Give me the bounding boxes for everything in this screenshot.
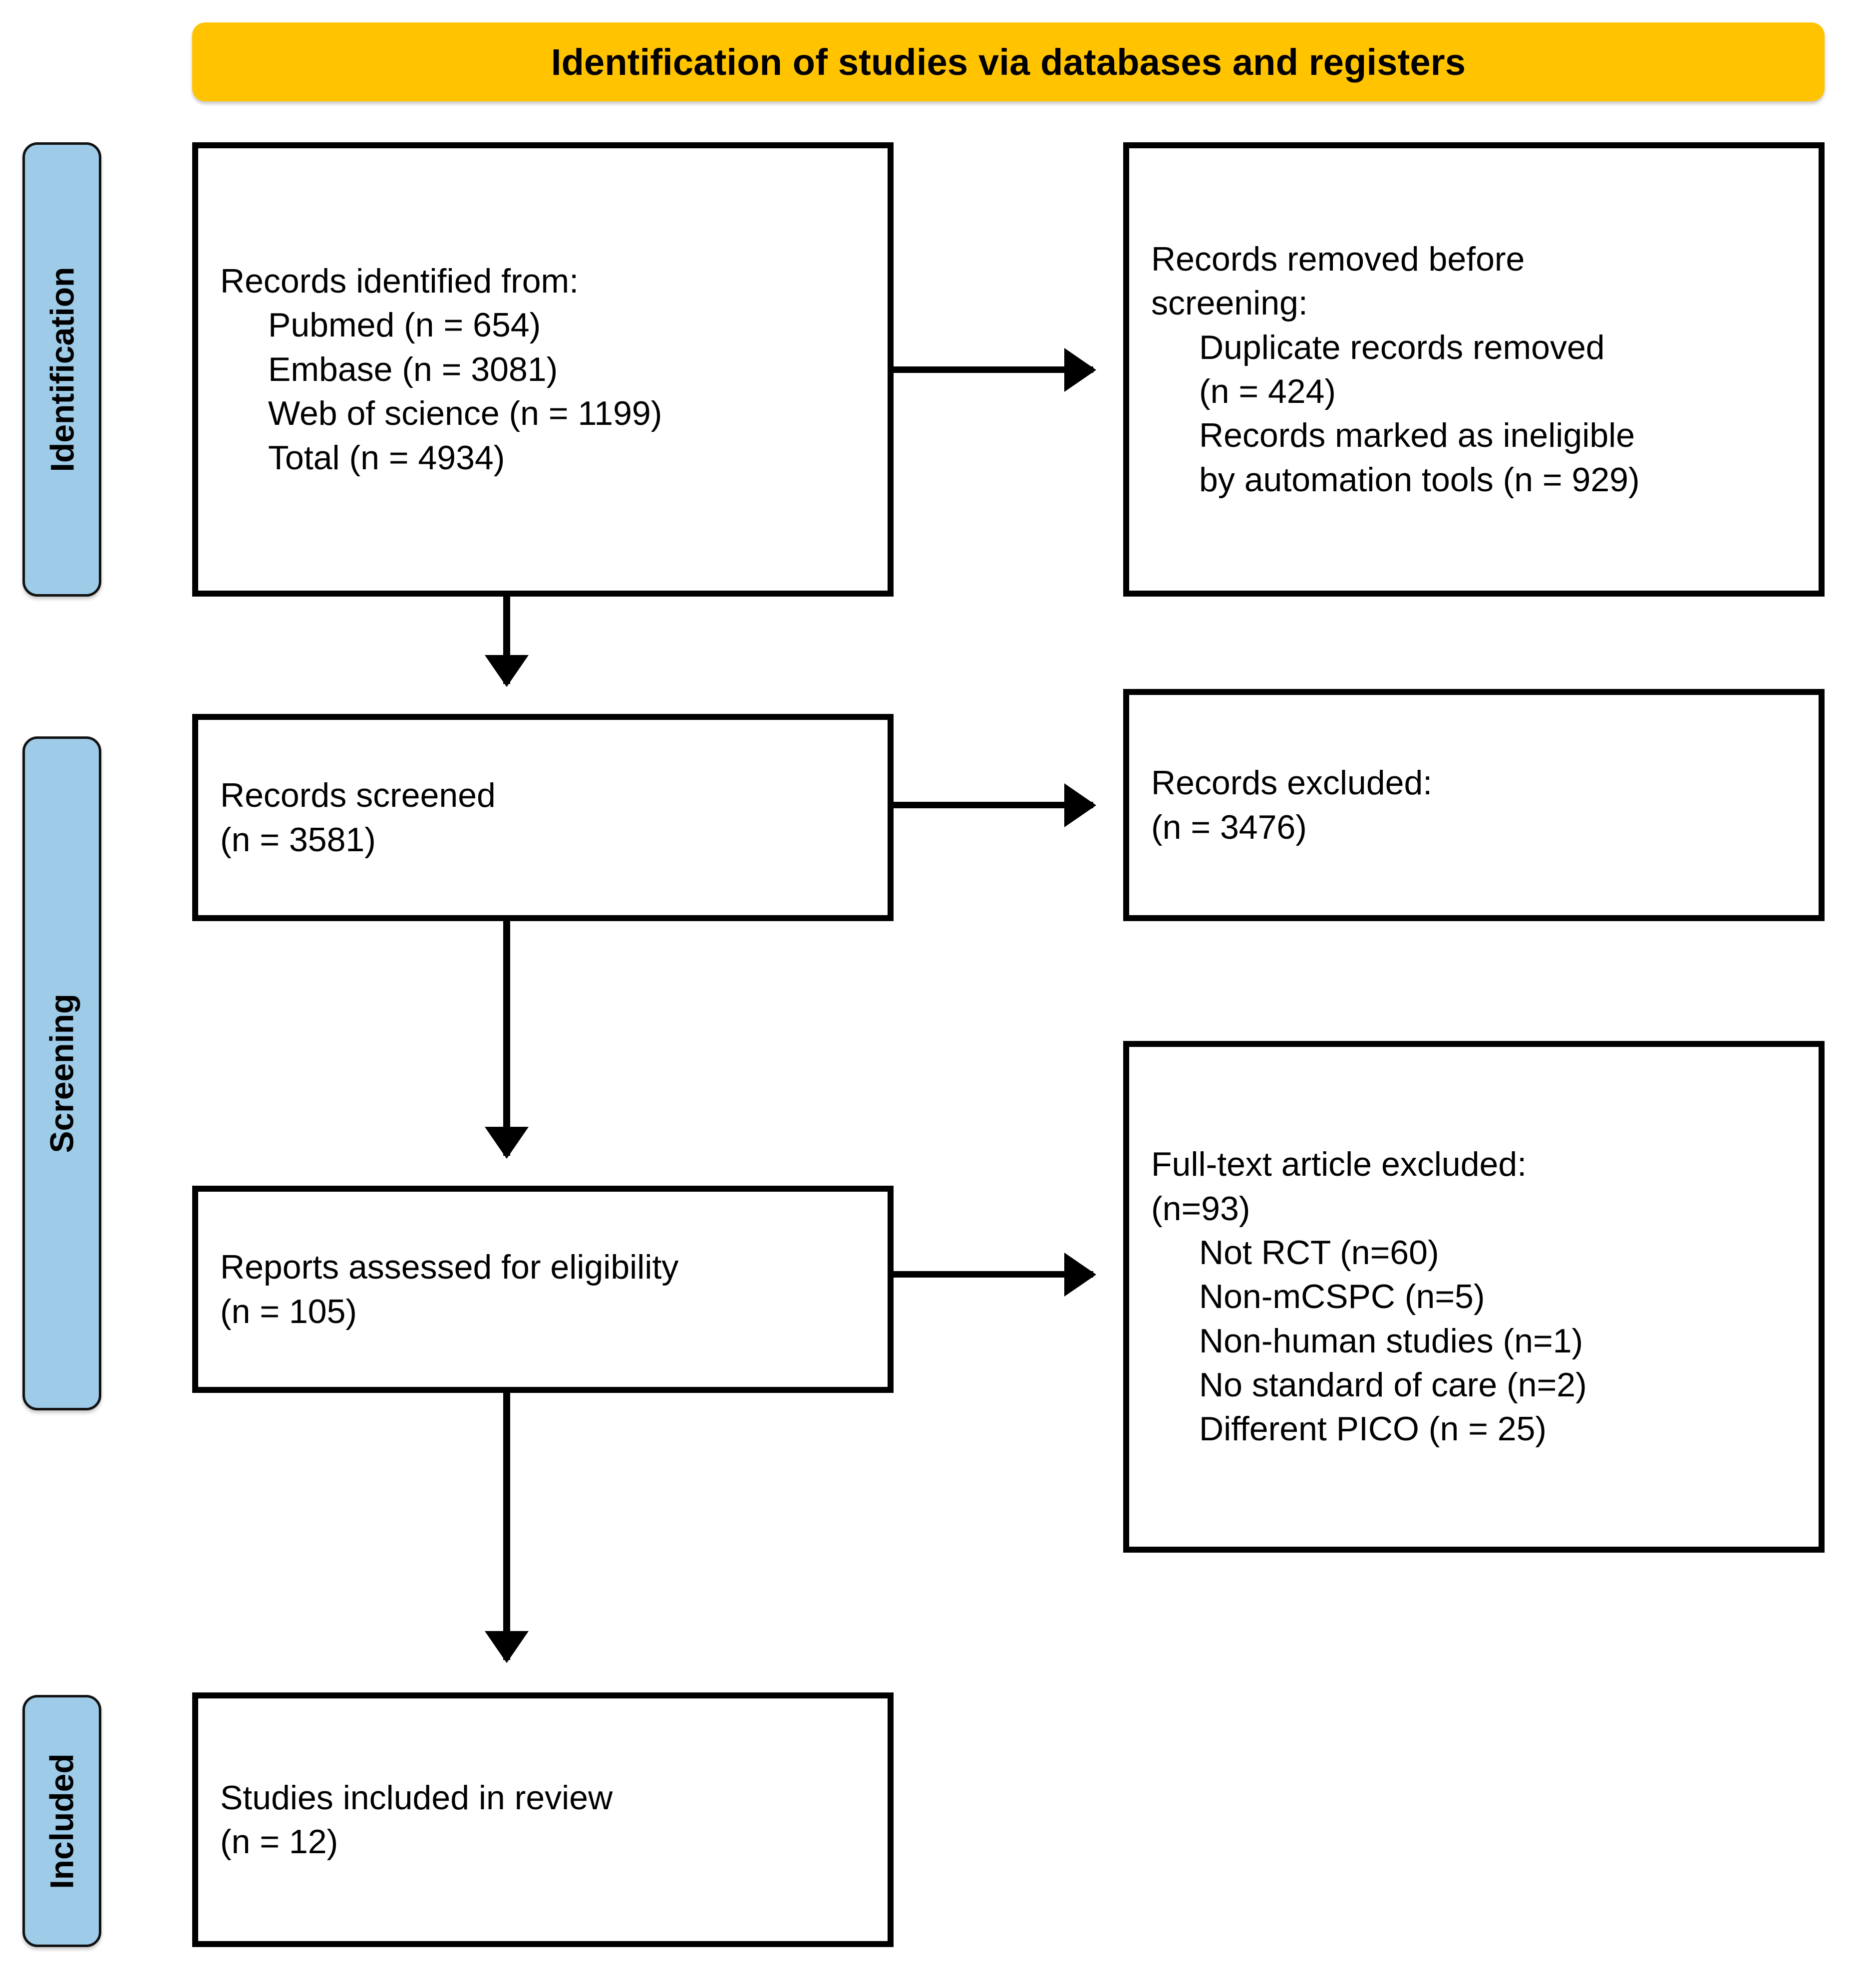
box-records-screened: Records screened (n = 3581) — [192, 714, 894, 921]
box-studies-included: Studies included in review (n = 12) — [192, 1692, 894, 1947]
box-fulltext-excluded: Full-text article excluded: (n=93) Not R… — [1123, 1041, 1825, 1553]
records-identified-item-web-of-science: Web of science (n = 1199) — [268, 394, 662, 433]
phase-label-included-text: Included — [43, 1753, 81, 1889]
studies-included-label: Studies included in review — [220, 1778, 613, 1817]
box-records-identified: Records identified from: Pubmed (n = 654… — [192, 142, 894, 597]
box-reports-assessed-eligibility: Reports assessed for eligibility (n = 10… — [192, 1186, 894, 1393]
records-screened-count: (n = 3581) — [220, 820, 376, 859]
phase-label-screening-text: Screening — [43, 994, 81, 1153]
fulltext-excluded-item-non-human: Non-human studies (n=1) — [1199, 1322, 1583, 1360]
arrow-identified-to-screened — [503, 597, 510, 684]
records-removed-item-duplicates: Duplicate records removed — [1199, 328, 1605, 366]
fulltext-excluded-item-no-standard-of-care: No standard of care (n=2) — [1199, 1366, 1587, 1404]
records-removed-heading-line2: screening: — [1151, 284, 1308, 323]
phase-label-included: Included — [22, 1695, 101, 1947]
records-identified-item-embase: Embase (n = 3081) — [268, 350, 558, 388]
fulltext-excluded-item-different-pico: Different PICO (n = 25) — [1199, 1410, 1547, 1448]
box-records-removed: Records removed before screening: Duplic… — [1123, 142, 1825, 597]
reports-assessed-label: Reports assessed for eligibility — [220, 1248, 679, 1287]
records-removed-item-ineligible-count: by automation tools (n = 929) — [1199, 460, 1640, 499]
records-removed-heading-line1: Records removed before — [1151, 240, 1525, 278]
records-excluded-label: Records excluded: — [1151, 764, 1433, 802]
diagram-header-banner: Identification of studies via databases … — [192, 22, 1825, 101]
fulltext-excluded-count: (n=93) — [1151, 1189, 1250, 1228]
arrow-identified-to-removed — [894, 366, 1093, 373]
phase-label-screening: Screening — [22, 736, 101, 1410]
fulltext-excluded-item-not-rct: Not RCT (n=60) — [1199, 1233, 1439, 1272]
records-identified-item-pubmed: Pubmed (n = 654) — [268, 306, 541, 344]
diagram-title: Identification of studies via databases … — [551, 41, 1466, 83]
arrow-eligibility-to-included — [503, 1393, 510, 1660]
phase-label-identification: Identification — [22, 142, 101, 597]
studies-included-count: (n = 12) — [220, 1823, 338, 1861]
records-screened-label: Records screened — [220, 776, 496, 815]
records-identified-heading: Records identified from: — [220, 262, 579, 301]
arrow-screened-to-eligibility — [503, 921, 510, 1156]
records-removed-item-duplicates-count: (n = 424) — [1199, 372, 1336, 410]
box-records-excluded: Records excluded: (n = 3476) — [1123, 689, 1825, 921]
phase-label-identification-text: Identification — [43, 267, 81, 472]
fulltext-excluded-heading: Full-text article excluded: — [1151, 1145, 1527, 1184]
records-excluded-count: (n = 3476) — [1151, 808, 1307, 846]
records-identified-item-total: Total (n = 4934) — [268, 438, 505, 477]
arrow-eligibility-to-fulltext-excluded — [894, 1271, 1093, 1278]
reports-assessed-count: (n = 105) — [220, 1292, 357, 1330]
arrow-screened-to-excluded — [894, 802, 1093, 808]
fulltext-excluded-item-non-mcspc: Non-mCSPC (n=5) — [1199, 1278, 1485, 1316]
records-removed-item-ineligible: Records marked as ineligible — [1199, 416, 1635, 455]
